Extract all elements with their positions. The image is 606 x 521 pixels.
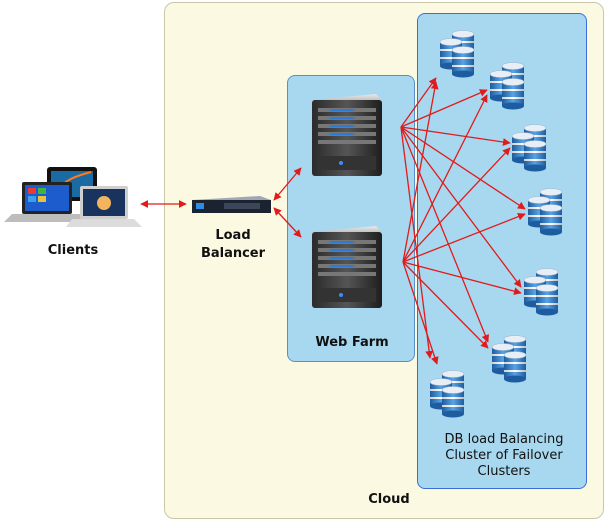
load-balancer-label-line1: Load [215, 228, 250, 243]
db-cluster-label-line3: Clusters [478, 464, 531, 479]
database-7-icon [430, 371, 464, 418]
database-4-icon [528, 189, 562, 236]
web-farm-label: Web Farm [315, 335, 388, 350]
web-server-1-icon [312, 94, 382, 176]
web-server-2-icon [312, 226, 382, 308]
load-balancer-label-line2: Balancer [201, 246, 266, 261]
clients-label: Clients [48, 243, 99, 258]
db-cluster-label-line1: DB load Balancing [445, 432, 564, 447]
database-3-icon [512, 125, 546, 172]
connection-arrows [140, 77, 526, 365]
database-1-icon [440, 31, 474, 78]
database-6-icon [492, 336, 526, 383]
load-balancer-icon [192, 196, 271, 213]
db-cluster-label-line2: Cluster of Failover [445, 448, 563, 463]
cloud-label: Cloud [368, 492, 410, 507]
database-2-icon [490, 63, 524, 110]
database-5-icon [524, 269, 558, 316]
clients-icon [4, 167, 142, 227]
